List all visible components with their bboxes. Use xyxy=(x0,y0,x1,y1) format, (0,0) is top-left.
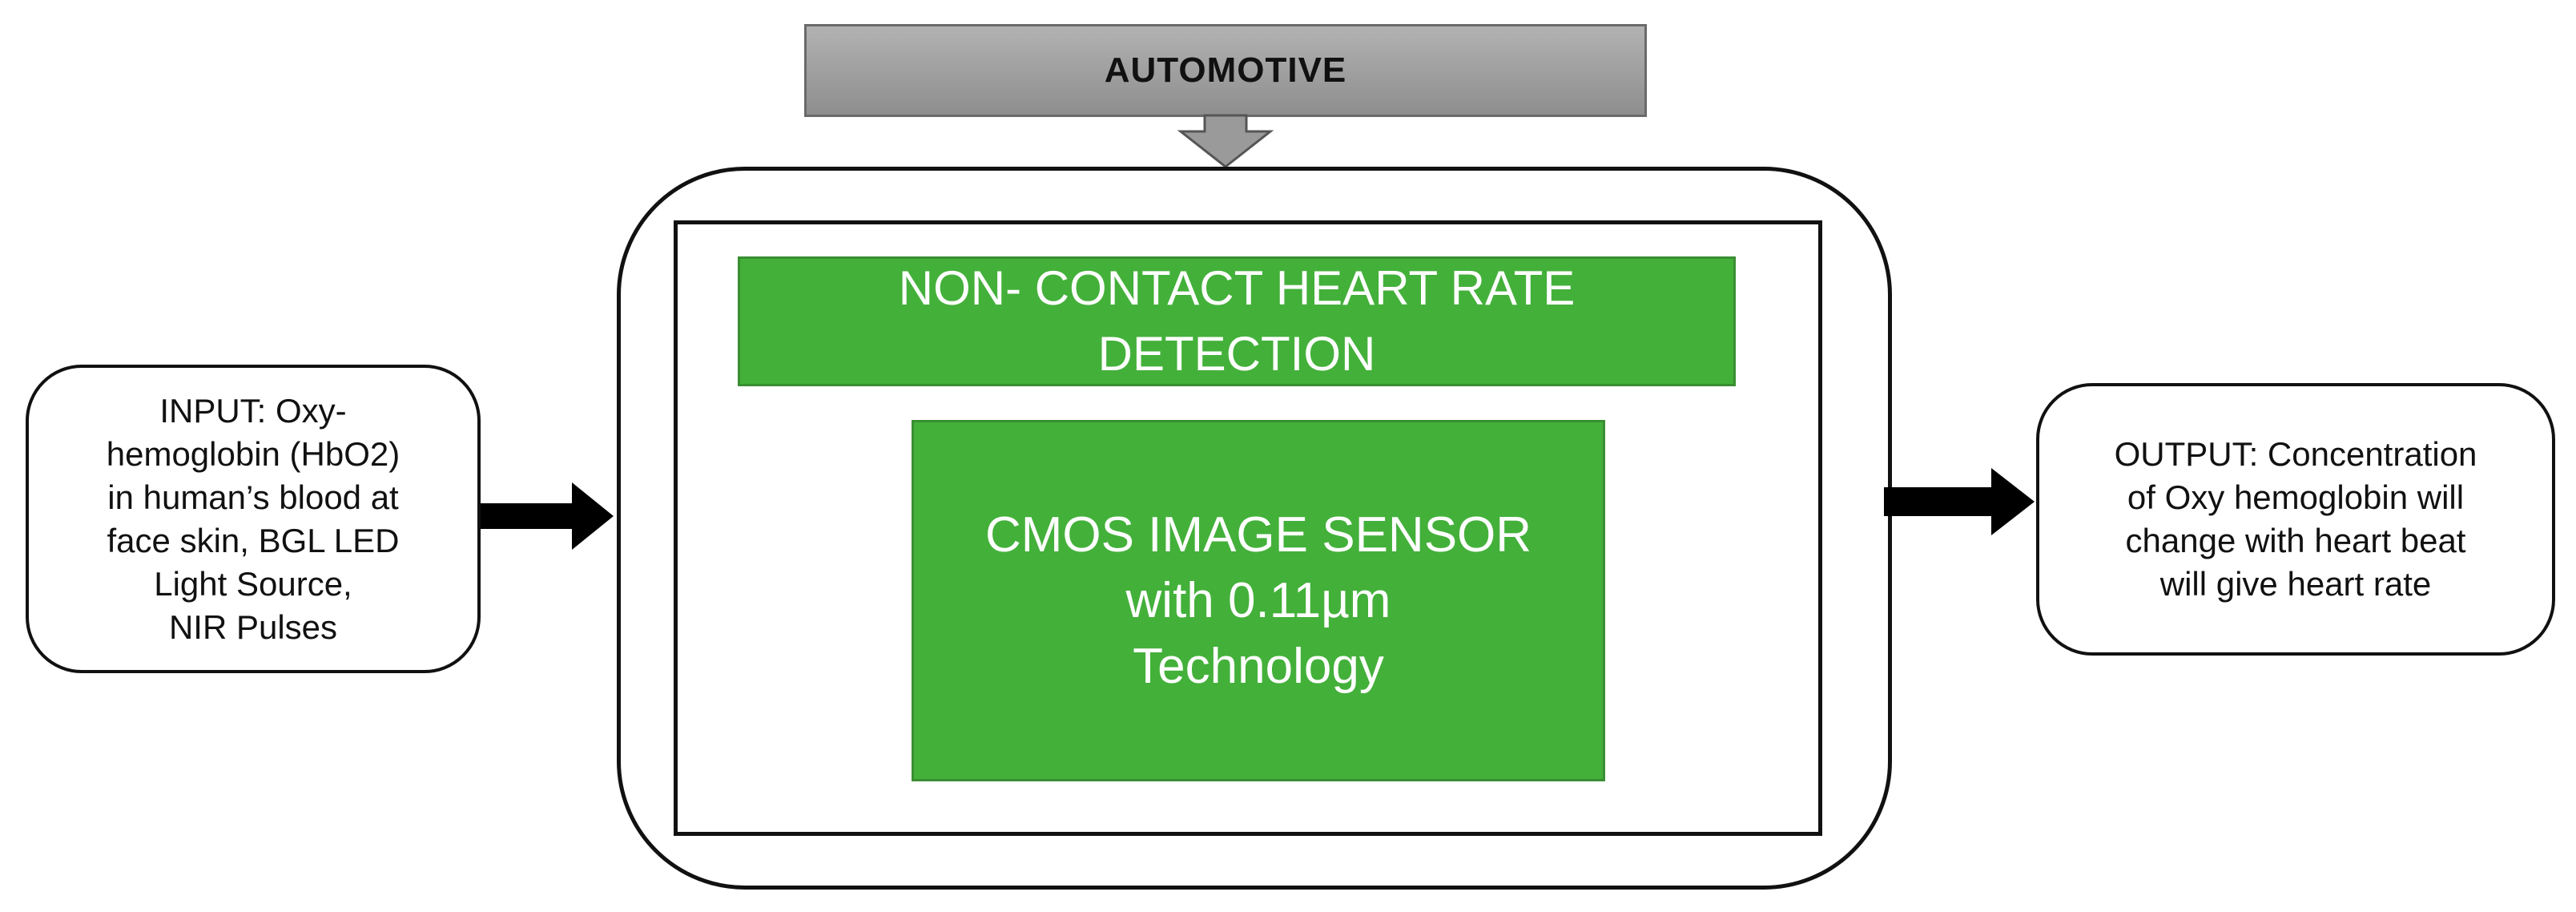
input-arrow xyxy=(481,482,614,550)
input-box: INPUT: Oxy- hemoglobin (HbO2) in human’s… xyxy=(26,365,481,673)
cmos-sensor-label: CMOS IMAGE SENSOR with 0.11µm Technology xyxy=(984,506,1532,694)
automotive-label: AUTOMOTIVE xyxy=(1104,50,1347,90)
banner-down-arrow xyxy=(1177,114,1274,168)
heart-rate-detection-label: NON- CONTACT HEART RATE DETECTION xyxy=(898,261,1576,381)
output-arrow xyxy=(1884,468,2035,535)
cmos-sensor-box: CMOS IMAGE SENSOR with 0.11µm Technology xyxy=(912,420,1605,781)
input-label: INPUT: Oxy- hemoglobin (HbO2) in human’s… xyxy=(106,391,400,646)
heart-rate-detection-box: NON- CONTACT HEART RATE DETECTION xyxy=(738,256,1736,386)
automotive-banner: AUTOMOTIVE xyxy=(804,24,1647,117)
output-box: OUTPUT: Concentration of Oxy hemoglobin … xyxy=(2036,383,2555,656)
output-label: OUTPUT: Concentration of Oxy hemoglobin … xyxy=(2114,435,2477,603)
